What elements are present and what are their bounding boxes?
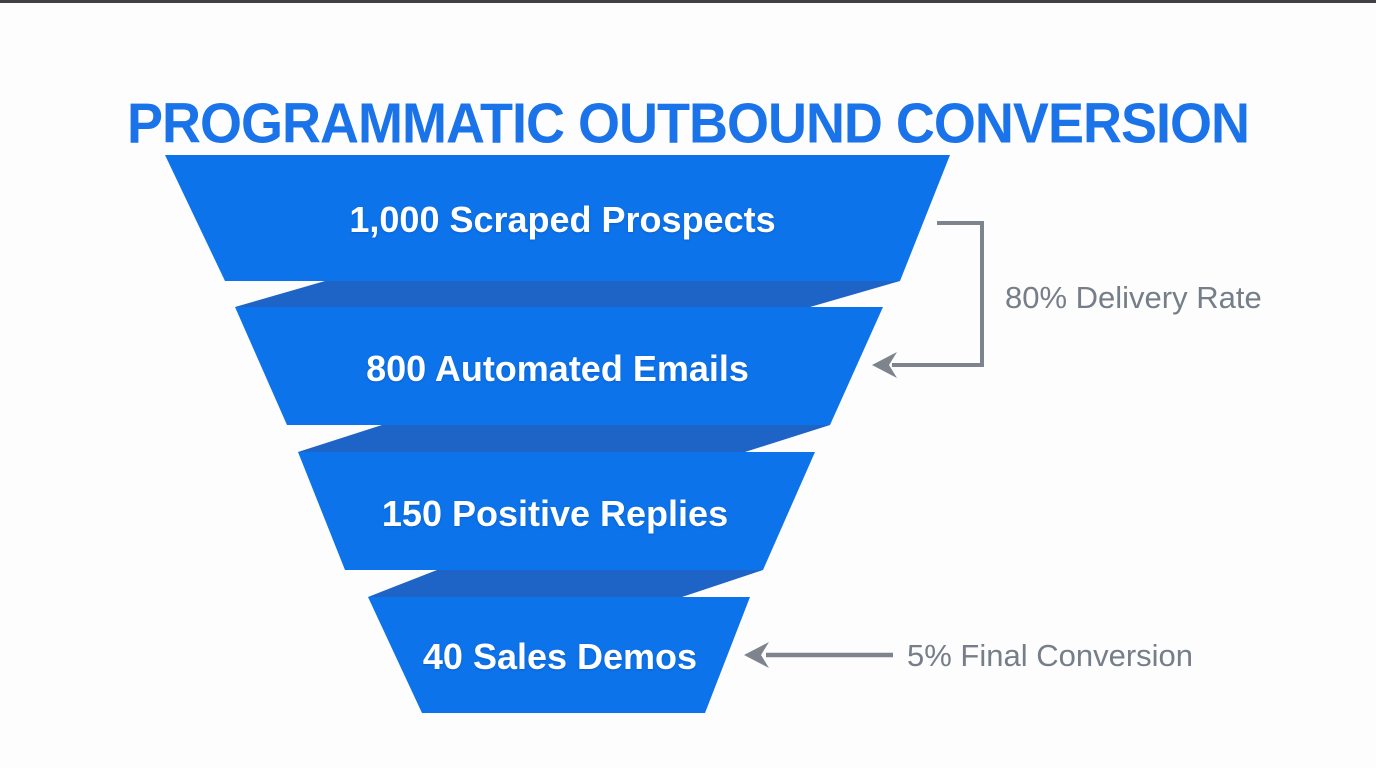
delivery-rate-bracket-line <box>892 221 984 367</box>
delivery-rate-arrowhead-icon <box>872 352 897 378</box>
funnel-fold-3-shape <box>368 570 763 597</box>
top-border-line <box>0 0 1376 3</box>
funnel-stage-4-shape <box>368 597 750 713</box>
delivery-rate-annotation: 80% Delivery Rate <box>1005 280 1262 315</box>
funnel-stage-3-label: 150 Positive Replies <box>381 493 729 534</box>
final-conversion-annotation: 5% Final Conversion <box>907 638 1194 673</box>
funnel-stage-2-label: 800 Automated Emails <box>366 348 749 389</box>
page-title: PROGRAMMATIC OUTBOUND CONVERSION <box>127 92 1250 156</box>
final-conversion-arrowhead-icon <box>744 642 769 668</box>
funnel-stage-1-shape <box>165 155 950 281</box>
funnel-stage-4-label: 40 Sales Demos <box>422 636 698 677</box>
funnel-stage-1-label: 1,000 Scraped Prospects <box>349 199 776 240</box>
funnel-stage-3-shape <box>298 452 815 570</box>
funnel-fold-1-shape <box>235 281 900 307</box>
funnel-fold-2-shape <box>298 425 830 452</box>
funnel-stage-2-shape <box>235 307 883 425</box>
